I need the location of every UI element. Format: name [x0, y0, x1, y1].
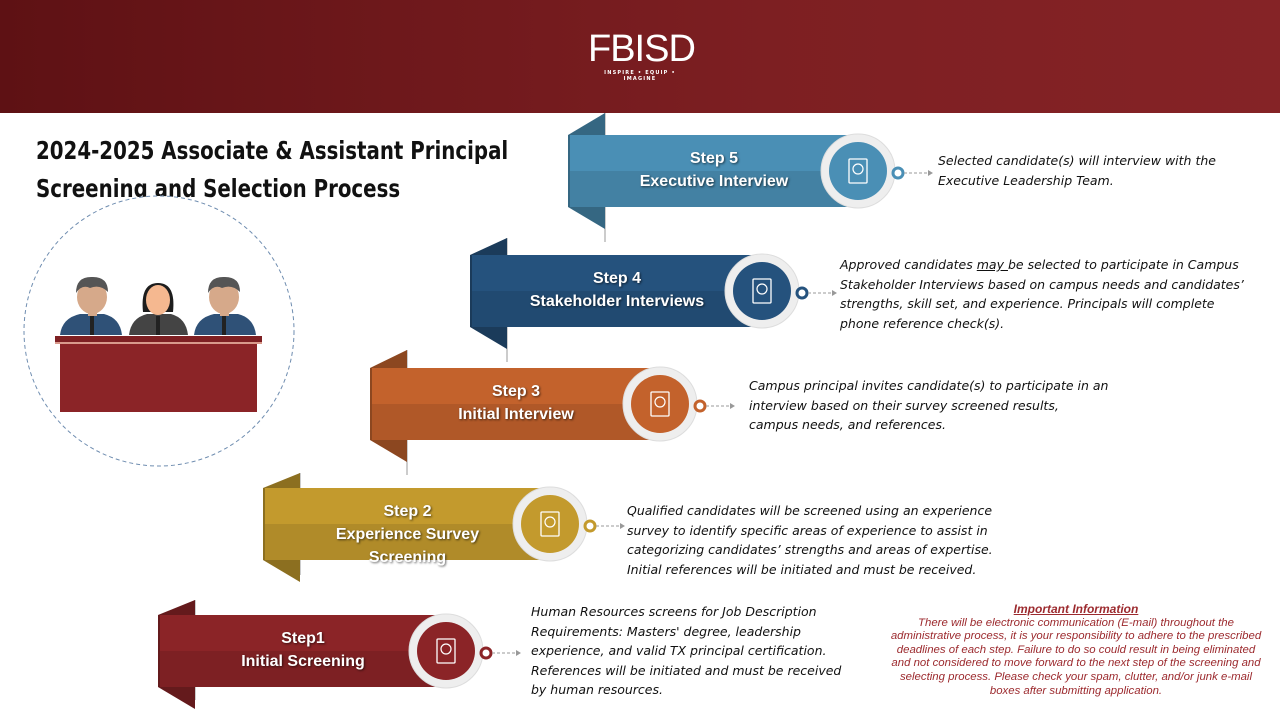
checklist-search-icon [417, 622, 475, 680]
step-5-ribbon [568, 113, 933, 242]
step-3-ribbon [370, 350, 735, 475]
step-1-ribbon [158, 600, 521, 709]
connector-dot [583, 519, 597, 533]
interview-document-icon [631, 375, 689, 433]
survey-board-icon [521, 495, 579, 553]
connector-dot [693, 399, 707, 413]
step-5-label: Step 5 Executive Interview [605, 147, 823, 193]
step-2-label: Step 2 Experience Survey Screening [300, 500, 515, 569]
header-banner: FBISD INSPIRE • EQUIP • IMAGINE [0, 0, 1280, 113]
connector-dot [795, 286, 809, 300]
description-em: may [976, 257, 1008, 272]
step-2-description: Qualified candidates will be screened us… [627, 503, 993, 577]
step-name: Executive Interview [639, 173, 789, 190]
fbisd-logo: FBISD INSPIRE • EQUIP • IMAGINE [588, 28, 696, 82]
step-5-description: Selected candidate(s) will interview wit… [938, 153, 1216, 188]
step-number: Step1 [281, 630, 325, 647]
step-4-ribbon [470, 238, 837, 362]
step-number: Step 4 [592, 270, 641, 287]
step-number: Step 3 [491, 383, 540, 400]
person-middle [129, 283, 188, 335]
step-name: Experience Survey Screening [335, 526, 480, 566]
step-name: Initial Interview [458, 406, 574, 423]
step-2-ribbon [263, 473, 625, 582]
important-information: Important Information There will be elec… [890, 602, 1262, 697]
page-title: 2024-2025 Associate & Assistant Principa… [36, 136, 509, 203]
person-right [194, 276, 256, 335]
step-number: Step 2 [383, 503, 432, 520]
magnifier-pulse-icon [733, 262, 791, 320]
step-number: Step 5 [689, 150, 738, 167]
step-1-description: Human Resources screens for Job Descript… [531, 604, 842, 697]
connector-dot [479, 646, 493, 660]
description-post: be selected to participate in Campus Sta… [840, 257, 1244, 331]
step-name: Stakeholder Interviews [529, 293, 705, 310]
person-left [60, 276, 122, 335]
certificate-icon [829, 142, 887, 200]
step-3-description: Campus principal invites candidate(s) to… [749, 378, 1109, 432]
step-name: Initial Screening [241, 653, 365, 670]
step-4-description: Approved candidates may be selected to p… [840, 255, 1250, 333]
step-4-label: Step 4 Stakeholder Interviews [507, 267, 727, 313]
interview-panel-illustration [23, 195, 295, 467]
description-pre: Approved candidates [840, 257, 977, 272]
connector-dot [891, 166, 905, 180]
step-3-label: Step 3 Initial Interview [407, 380, 625, 426]
